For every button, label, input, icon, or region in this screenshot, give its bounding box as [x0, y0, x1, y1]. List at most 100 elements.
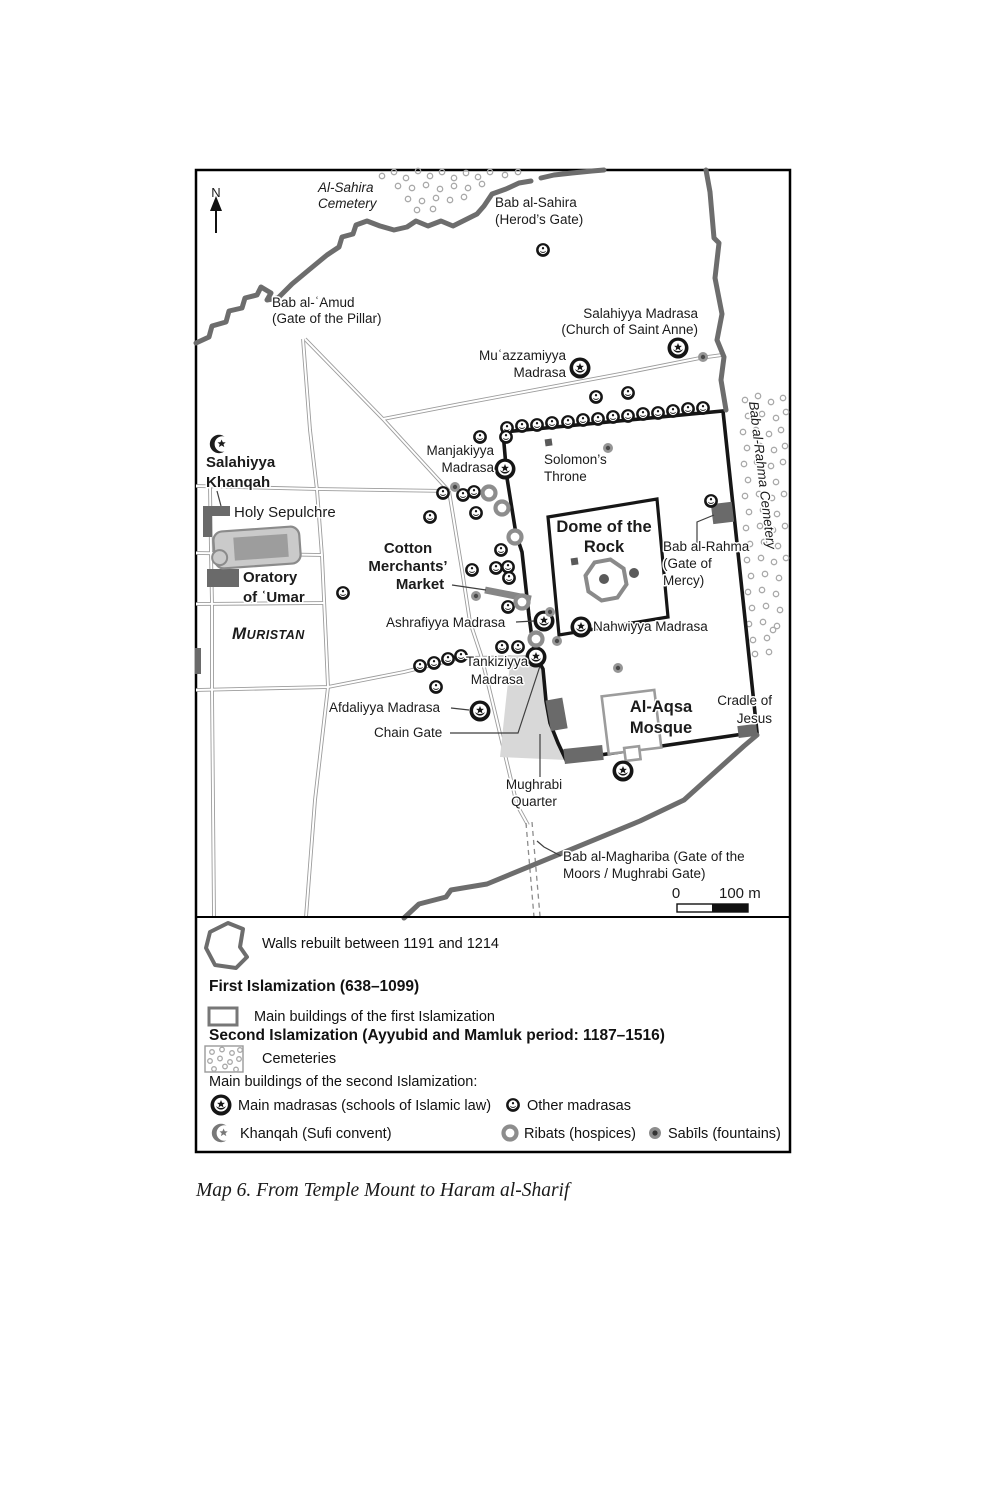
label-cotton-l2: Merchants’: [368, 558, 447, 575]
label-salahiyya-khanqah: Salahiyya Khanqah: [205, 453, 278, 493]
label-salahiyya-khanqah-l2: Khanqah: [206, 474, 270, 491]
legend-walls-label: Walls rebuilt between 1191 and 1214: [262, 936, 499, 952]
sabil-icon: [471, 591, 481, 601]
label-muazzamiyya-madrasa: Muʿazzamiyya Madrasa: [477, 347, 568, 382]
label-cradle-l1: Cradle of: [717, 693, 772, 708]
legend: Walls rebuilt between 1191 and 1214 Firs…: [204, 921, 781, 1143]
sabil-icon: [698, 352, 708, 362]
other-madrasa-icon: [681, 402, 695, 416]
ribat-icon: [509, 531, 522, 544]
label-dome-of-the-rock: Dome of the Rock: [555, 517, 653, 558]
label-nahwiyya: Nahwiyya Madrasa: [593, 619, 708, 634]
other-madrasa-icon: [621, 409, 635, 423]
label-manjakiyya-l2: Madrasa: [441, 460, 494, 475]
sabil-icon: [552, 636, 562, 646]
label-bab-al-rahma-l2: (Gate of: [663, 556, 712, 571]
label-oratory-l1: Oratory: [243, 569, 298, 586]
legend-first-buildings-icon: [207, 1006, 239, 1027]
label-bab-al-sahira-l2: (Herod’s Gate): [495, 212, 583, 227]
other-madrasa-icon: [606, 410, 620, 424]
label-maghariba-l2: Moors / Mughrabi Gate): [563, 866, 706, 881]
label-tankiziyya-l1: Tankiziyya: [466, 654, 529, 669]
label-mughrabi-l2: Quarter: [511, 794, 557, 809]
other-madrasa-icon: [499, 430, 513, 444]
bab-al-rahma-cemetery-dots: [739, 392, 790, 658]
oratory-of-umar-building: [207, 569, 239, 587]
other-madrasa-icon: [336, 586, 350, 600]
label-bab-al-sahira-l1: Bab al-Sahira: [495, 195, 577, 210]
other-madrasa-icon: [704, 494, 718, 508]
platform-dot: [629, 568, 639, 578]
label-cradle-l2: Jesus: [737, 711, 773, 726]
cradle-of-jesus-building: [737, 723, 758, 739]
other-madrasa-icon: [436, 486, 450, 500]
label-ashrafiyya: Ashrafiyya Madrasa: [386, 615, 506, 630]
label-salahiyya-madrasa: Salahiyya Madrasa (Church of Saint Anne): [560, 305, 700, 339]
city-wall: [193, 167, 760, 921]
label-muristan-initial: M: [232, 624, 247, 643]
sabil-icon: [450, 482, 460, 492]
other-madrasa-icon: [696, 401, 710, 415]
main-madrasa-icon: [570, 616, 592, 638]
label-manjakiyya-l1: Manjakiyya: [426, 443, 494, 458]
main-madrasa-icon: [469, 700, 491, 722]
legend-second-buildings-label: Main buildings of the second Islamizatio…: [209, 1074, 477, 1090]
other-madrasa-icon: [666, 404, 680, 418]
main-madrasa-icon: [210, 1094, 232, 1116]
other-madrasa-icon: [501, 600, 515, 614]
other-madrasa-icon: [441, 652, 455, 666]
label-muazzamiyya-l1: Muʿazzamiyya: [479, 348, 567, 363]
south-wall-building: [563, 744, 604, 764]
label-holy-sepulchre: Holy Sepulchre: [234, 504, 336, 521]
label-muazzamiyya-l2: Madrasa: [513, 365, 566, 380]
other-madrasa-icon: [423, 510, 437, 524]
legend-ribats-label: Ribats (hospices): [524, 1126, 636, 1142]
other-madrasa-icon: [489, 561, 503, 575]
legend-cemeteries-label: Cemeteries: [262, 1051, 336, 1067]
other-madrasa-icon: [473, 430, 487, 444]
ribat-icon: [496, 502, 509, 515]
other-madrasa-icon: [589, 390, 603, 404]
label-tankiziyya: Tankiziyya Madrasa: [464, 653, 530, 689]
label-al-sahira-cemetery-l2: Cemetery: [318, 196, 378, 211]
label-cradle-of-jesus: Cradle of Jesus: [716, 692, 774, 728]
label-solomons-throne-l2: Throne: [544, 469, 587, 484]
sabil-icon: [649, 1127, 661, 1139]
label-bab-al-amud-l2: (Gate of the Pillar): [272, 311, 382, 326]
other-madrasa-icon: [511, 640, 525, 654]
label-cotton-l1: Cotton: [384, 540, 432, 557]
other-madrasa-icon: [413, 659, 427, 673]
label-afdaliyya: Afdaliyya Madrasa: [329, 700, 441, 715]
legend-other-madrasas-label: Other madrasas: [527, 1098, 631, 1114]
ribat-icon: [530, 633, 543, 646]
legend-walls-icon: [204, 921, 249, 970]
scale-bar: 0 100 m: [670, 884, 762, 913]
other-madrasa-icon: [636, 407, 650, 421]
label-muristan: MURISTAN: [232, 624, 305, 643]
al-sahira-cemetery-dots: [378, 167, 522, 214]
dome-center-dot: [599, 574, 609, 584]
label-muristan-rest: URISTAN: [247, 628, 306, 642]
other-madrasa-icon: [469, 506, 483, 520]
legend-second-heading: Second Islamization (Ayyubid and Mamluk …: [209, 1027, 665, 1044]
label-salahiyya-madrasa-l1: Salahiyya Madrasa: [583, 306, 698, 321]
platform-square: [570, 557, 579, 566]
other-madrasa-icon: [515, 419, 529, 433]
other-madrasa-icon: [545, 416, 559, 430]
other-madrasa-icon: [536, 243, 550, 257]
other-madrasa-icon: [621, 386, 635, 400]
label-bab-al-rahma: Bab al-Rahma (Gate of Mercy): [662, 538, 752, 590]
other-madrasa-icon: [651, 406, 665, 420]
leader-lines: [216, 490, 715, 857]
label-bab-al-amud: Bab al-ʿAmud (Gate of the Pillar): [271, 294, 384, 328]
label-bab-al-amud-l1: Bab al-ʿAmud: [272, 295, 355, 310]
west-wall-building: [545, 697, 568, 732]
label-solomons-throne-l1: Solomon’s: [544, 452, 607, 467]
other-madrasa-icon: [502, 571, 516, 585]
label-salahiyya-madrasa-l2: (Church of Saint Anne): [561, 322, 698, 337]
label-chain-gate: Chain Gate: [374, 725, 442, 740]
legend-sabils-label: Sabīls (fountains): [668, 1126, 781, 1142]
label-al-aqsa: Al-Aqsa Mosque: [628, 697, 694, 739]
label-mughrabi-quarter: Mughrabi Quarter: [504, 776, 563, 811]
